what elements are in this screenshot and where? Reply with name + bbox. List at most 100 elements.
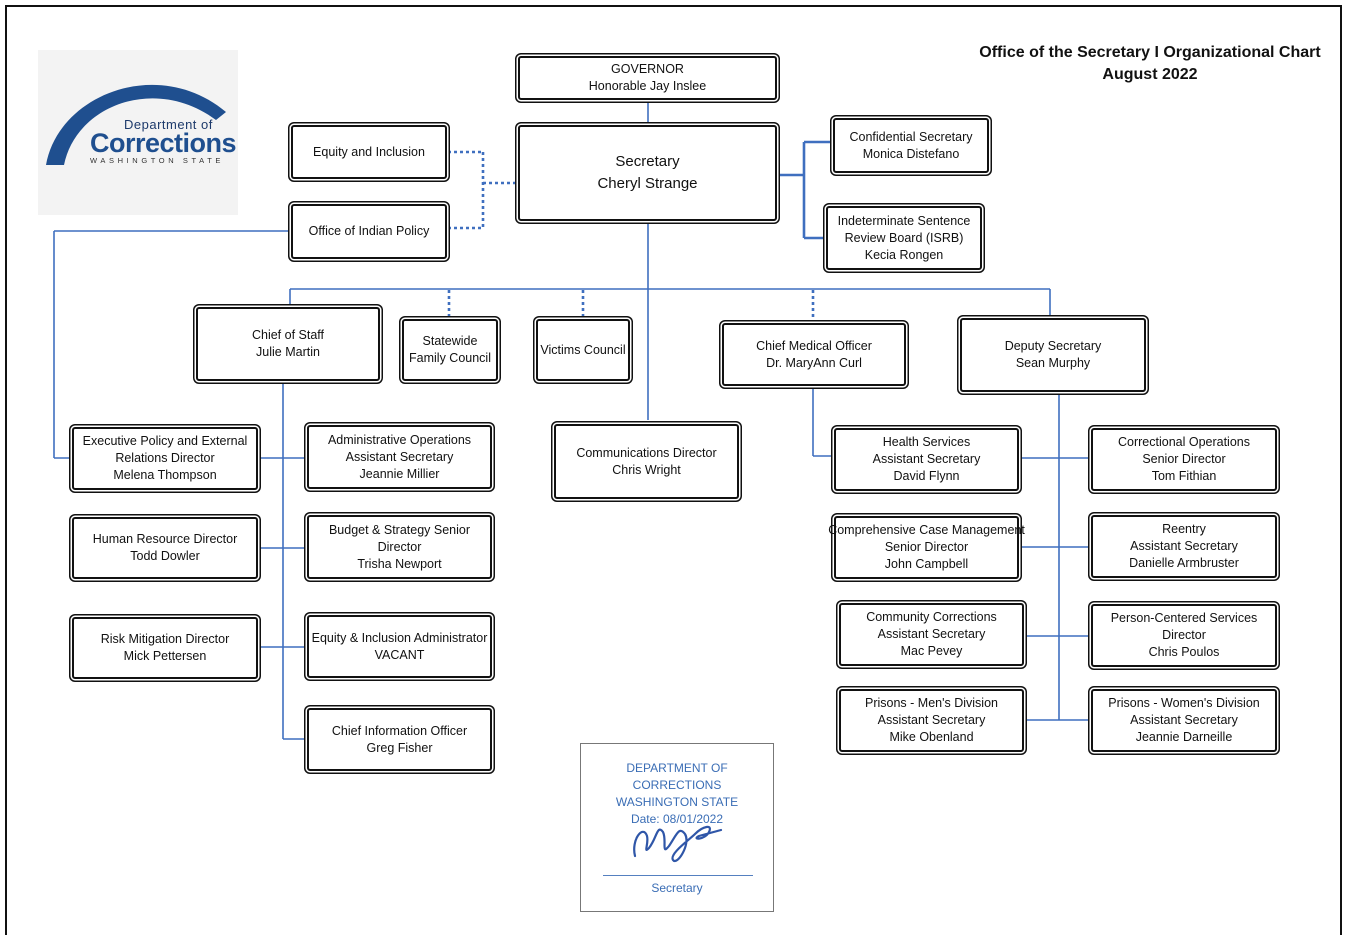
person-centered-line2: Director [1162,628,1206,642]
community-corrections-line2: Assistant Secretary [877,627,986,641]
correctional-ops-name: Tom Fithian [1151,469,1217,483]
chief-medical-name: Dr. MaryAnn Curl [766,355,862,370]
person-centered-name: Chris Poulos [1148,645,1220,659]
deputy-secretary-title: Deputy Secretary [1004,339,1102,353]
reentry-name: Danielle Armbruster [1129,556,1239,570]
box-exec-policy: Executive Policy and External Relations … [72,427,258,490]
prisons-women-line1: Prisons - Women's Division [1108,696,1260,710]
signature-graphic [633,825,723,863]
budget-strategy-line2: Director [377,539,422,554]
isrb-line2: Review Board (ISRB) [844,230,964,245]
budget-strategy-name: Trisha Newport [357,556,442,571]
governor-name: Honorable Jay Inslee [588,79,707,93]
box-equity-admin: Equity & Inclusion Administrator VACANT [307,615,492,678]
box-cio: Chief Information Officer Greg Fisher [307,708,492,771]
case-management-line2: Senior Director [884,540,969,554]
correctional-ops-line2: Senior Director [1142,452,1226,466]
admin-ops-name: Jeannie Millier [359,466,440,481]
box-person-centered: Person-Centered Services Director Chris … [1091,604,1277,667]
community-corrections-line1: Community Corrections [866,610,997,624]
page-border [5,5,1342,935]
secretary-title: Secretary [615,153,680,170]
deputy-secretary-name: Sean Murphy [1015,356,1091,370]
doc-logo: Department of Corrections WASHINGTON STA… [38,50,238,215]
human-resources-name: Todd Dowler [130,549,200,563]
logo-corrections: Corrections [90,128,237,158]
box-reentry: Reentry Assistant Secretary Danielle Arm… [1091,515,1277,578]
cio-title: Chief Information Officer [331,723,468,738]
chief-medical-title: Chief Medical Officer [756,338,872,353]
box-governor: GOVERNOR Honorable Jay Inslee [518,56,777,100]
stamp-date: Date: 08/01/2022 [630,812,724,826]
box-chief-of-staff: Chief of Staff Julie Martin [196,307,380,381]
box-admin-ops: Administrative Operations Assistant Secr… [307,425,492,489]
case-management-name: John Campbell [884,557,969,571]
family-council-line1: Statewide [422,334,478,348]
chart-title-block: Office of the Secretary I Organizational… [960,42,1340,86]
health-services-line1: Health Services [882,435,971,449]
health-services-name: David Flynn [893,469,960,483]
equity-admin-title: Equity & Inclusion Administrator [311,630,488,645]
box-correctional-ops: Correctional Operations Senior Director … [1091,428,1277,491]
exec-policy-line1: Executive Policy and External [82,434,248,448]
box-prisons-women: Prisons - Women's Division Assistant Sec… [1091,689,1277,752]
prisons-men-line1: Prisons - Men's Division [865,696,998,710]
human-resources-title: Human Resource Director [92,532,238,546]
box-confidential-secretary: Confidential Secretary Monica Distefano [833,118,989,173]
box-case-management: Comprehensive Case Management Senior Dir… [828,516,1025,579]
isrb-line1: Indeterminate Sentence [837,213,971,228]
risk-mitigation-name: Mick Pettersen [123,649,207,663]
box-family-council: Statewide Family Council [402,319,498,381]
box-health-services: Health Services Assistant Secretary Davi… [834,428,1019,491]
logo-arc-graphic [46,84,226,165]
governor-title: GOVERNOR [611,62,684,76]
box-equity-inclusion: Equity and Inclusion [291,125,447,179]
box-budget-strategy: Budget & Strategy Senior Director Trisha… [307,515,492,579]
health-services-line2: Assistant Secretary [872,452,981,466]
equity-admin-name: VACANT [374,647,425,662]
box-community-corrections: Community Corrections Assistant Secretar… [839,603,1024,666]
confidential-secretary-name: Monica Distefano [862,146,960,161]
victims-council-title: Victims Council [540,342,626,357]
box-chief-medical: Chief Medical Officer Dr. MaryAnn Curl [722,323,906,386]
confidential-secretary-title: Confidential Secretary [849,129,973,144]
prisons-men-name: Mike Obenland [889,730,974,744]
box-isrb: Indeterminate Sentence Review Board (ISR… [826,206,982,270]
signature-line [603,875,753,876]
prisons-women-line2: Assistant Secretary [1130,713,1238,727]
reentry-line2: Assistant Secretary [1130,539,1238,553]
box-deputy-secretary: Deputy Secretary Sean Murphy [960,318,1146,392]
stamp-department: DEPARTMENT OF CORRECTIONS [626,761,728,792]
budget-strategy-line1: Budget & Strategy Senior [328,522,471,537]
community-corrections-name: Mac Pevey [900,644,963,658]
cio-name: Greg Fisher [366,740,433,755]
box-indian-policy: Office of Indian Policy [291,204,447,259]
secretary-name: Cheryl Strange [597,175,698,192]
communications-title: Communications Director [576,445,717,460]
chart-title: Office of the Secretary I Organizational… [979,44,1321,61]
communications-name: Chris Wright [612,462,681,477]
logo-washington-state: WASHINGTON STATE [90,156,224,165]
prisons-men-line2: Assistant Secretary [877,713,986,727]
admin-ops-line1: Administrative Operations [327,432,472,447]
box-victims-council: Victims Council [536,319,630,381]
box-secretary: Secretary Cheryl Strange [518,125,777,221]
prisons-women-name: Jeannie Darneille [1135,730,1233,744]
reentry-line1: Reentry [1162,522,1206,536]
chief-of-staff-name: Julie Martin [256,345,320,359]
approval-stamp: DEPARTMENT OF CORRECTIONS WASHINGTON STA… [580,743,774,912]
box-risk-mitigation: Risk Mitigation Director Mick Pettersen [72,617,258,679]
exec-policy-line2: Relations Director [115,451,215,465]
family-council-line2: Family Council [409,351,491,365]
box-communications: Communications Director Chris Wright [554,424,739,499]
case-management-line1: Comprehensive Case Management [828,523,1025,537]
correctional-ops-line1: Correctional Operations [1117,435,1250,449]
equity-inclusion-title: Equity and Inclusion [313,144,425,159]
chart-date: August 2022 [1102,66,1198,83]
admin-ops-line2: Assistant Secretary [345,449,454,464]
person-centered-line1: Person-Centered Services [1110,611,1258,625]
indian-policy-title: Office of Indian Policy [308,224,430,238]
stamp-state: WASHINGTON STATE [615,795,739,809]
stamp-role: Secretary [651,881,703,895]
